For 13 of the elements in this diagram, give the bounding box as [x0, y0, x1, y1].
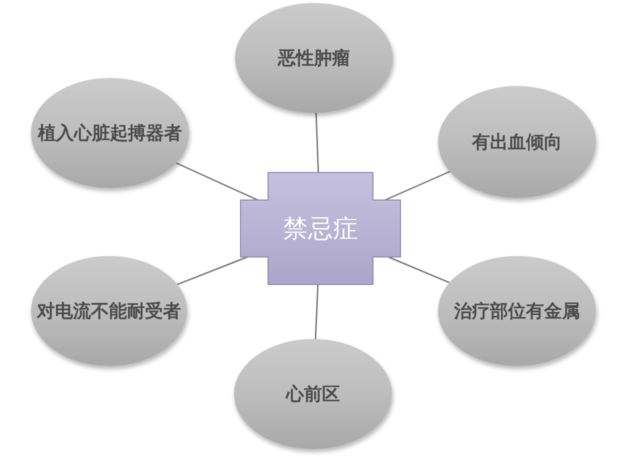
node-label: 心前区	[286, 383, 340, 406]
connector-line	[314, 284, 319, 340]
node-label: 植入心脏起搏器者	[38, 122, 182, 145]
connector-line	[384, 170, 450, 201]
node-label: 治疗部位有金属	[454, 300, 580, 323]
node-label: 有出血倾向	[472, 131, 562, 154]
connector-line	[177, 256, 248, 286]
connector-line	[176, 162, 258, 201]
node-label: 禁忌症	[283, 213, 358, 245]
connector-line	[315, 112, 320, 172]
node-label: 对电流不能耐受者	[37, 300, 181, 323]
node-label: 恶性肿瘤	[278, 47, 350, 70]
connector-line	[388, 256, 450, 284]
